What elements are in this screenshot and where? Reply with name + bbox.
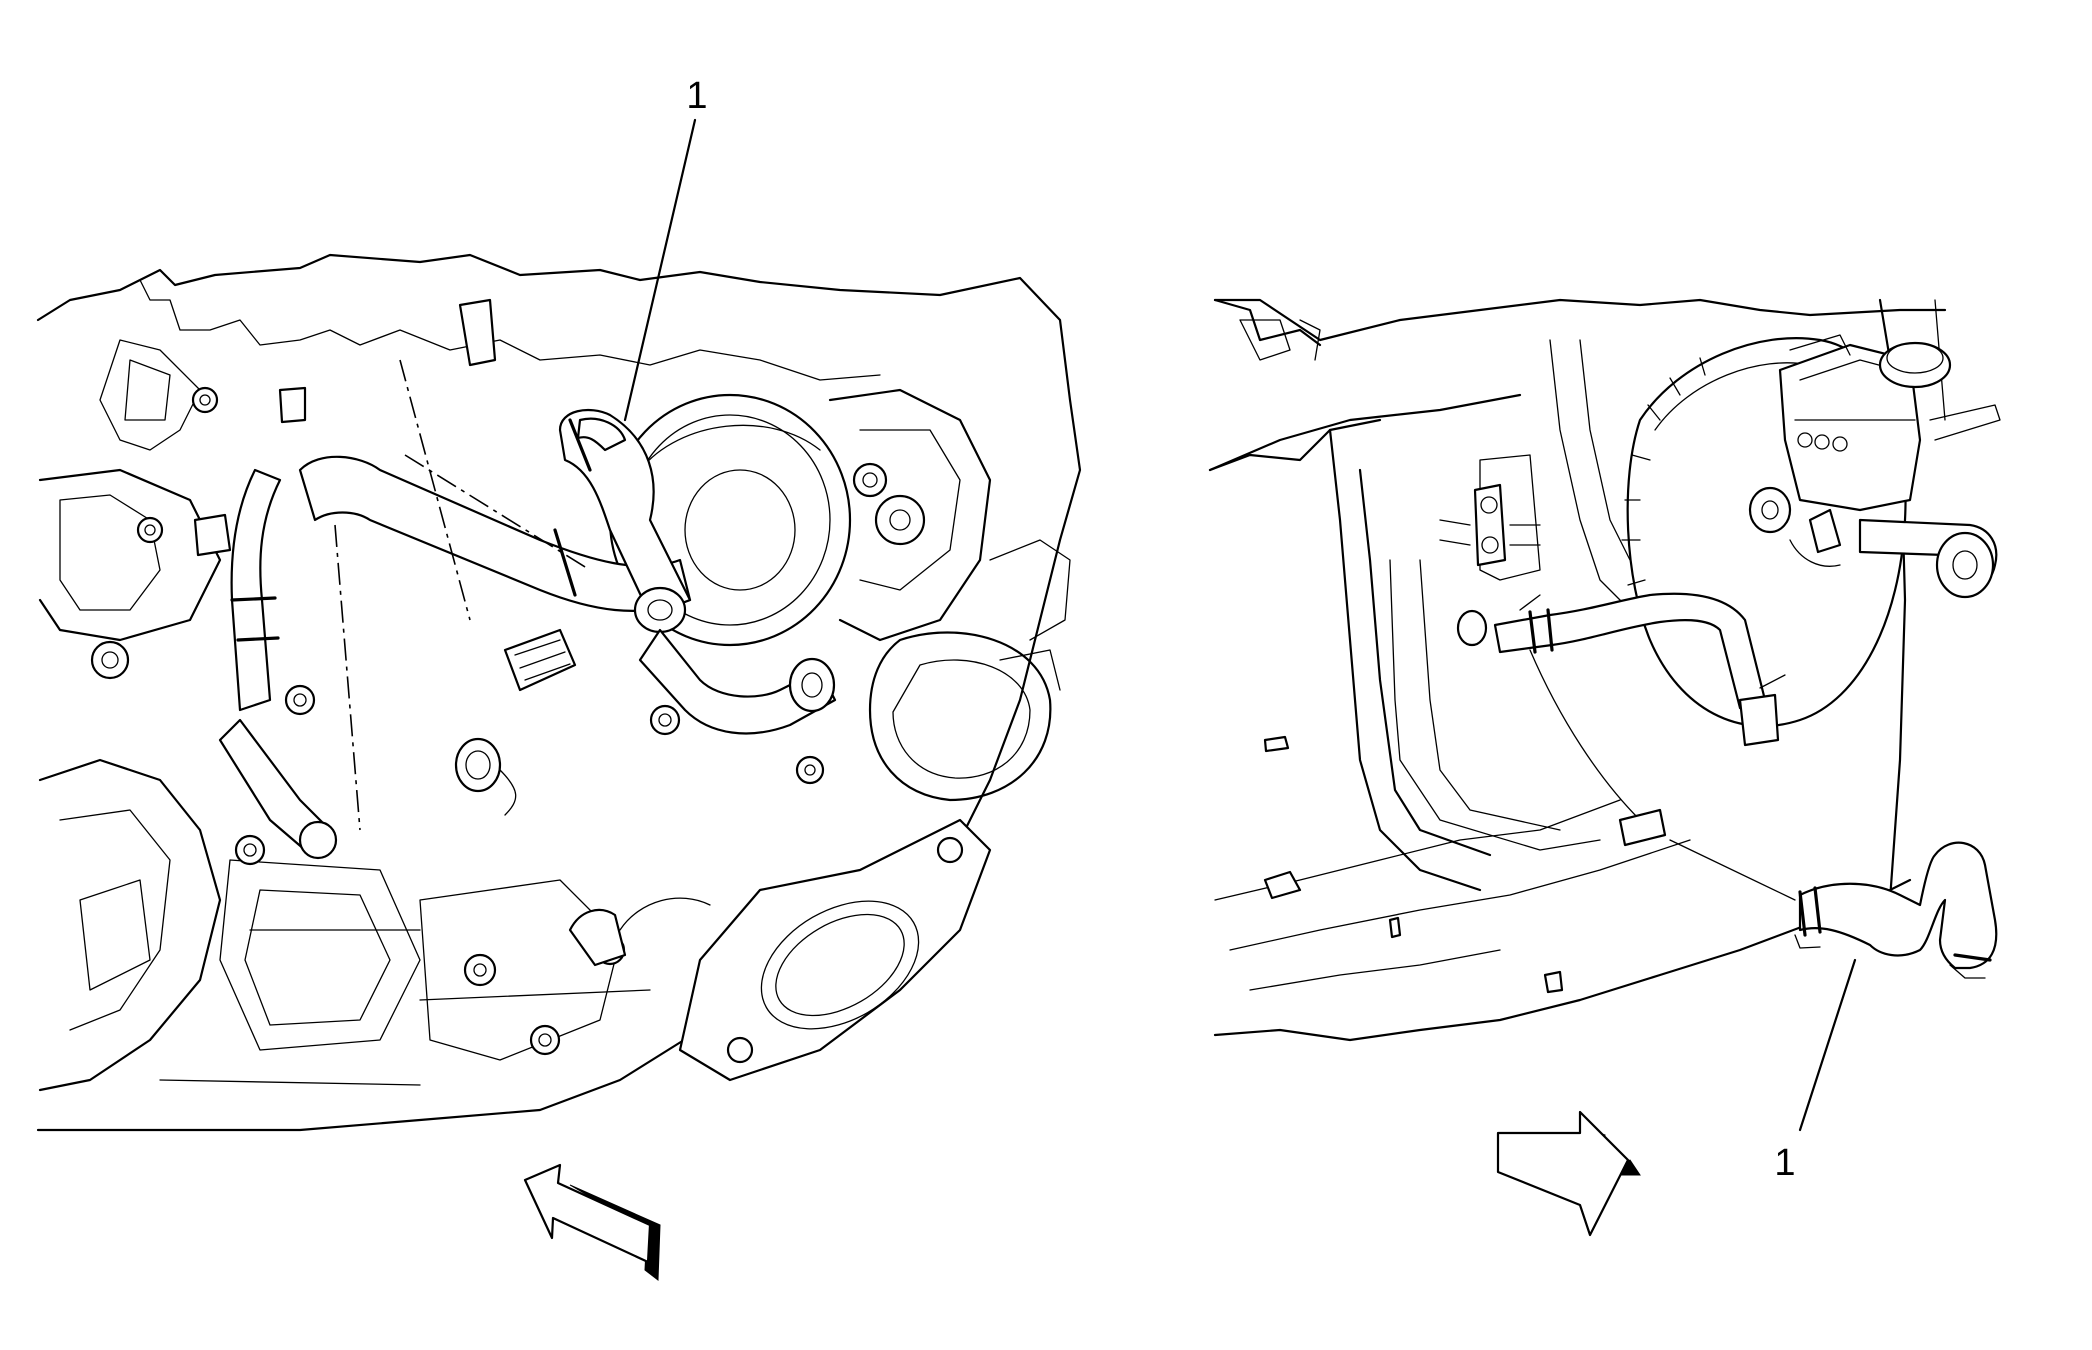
exhaust-flange-gasket: [678, 818, 992, 1082]
callout-leader-line: [1798, 958, 1857, 1132]
brake-fluid-reservoir: [1778, 334, 1952, 512]
left-forward-arrow-icon: [523, 1163, 661, 1281]
left-engine-view: [36, 253, 1082, 1132]
right-firewall-view: [1208, 298, 2001, 1042]
left-callout: 1: [623, 75, 708, 422]
callout-leader-line: [623, 118, 697, 422]
callout-number: 1: [1774, 1142, 1795, 1184]
callout-number: 1: [686, 75, 707, 117]
left-heater-hose: [298, 408, 692, 634]
right-callout: 1: [1774, 958, 1857, 1184]
right-forward-arrow-icon: [1496, 1110, 1641, 1237]
right-installed-hose: [1456, 592, 1786, 821]
right-removed-heater-hose: [1794, 841, 1998, 979]
